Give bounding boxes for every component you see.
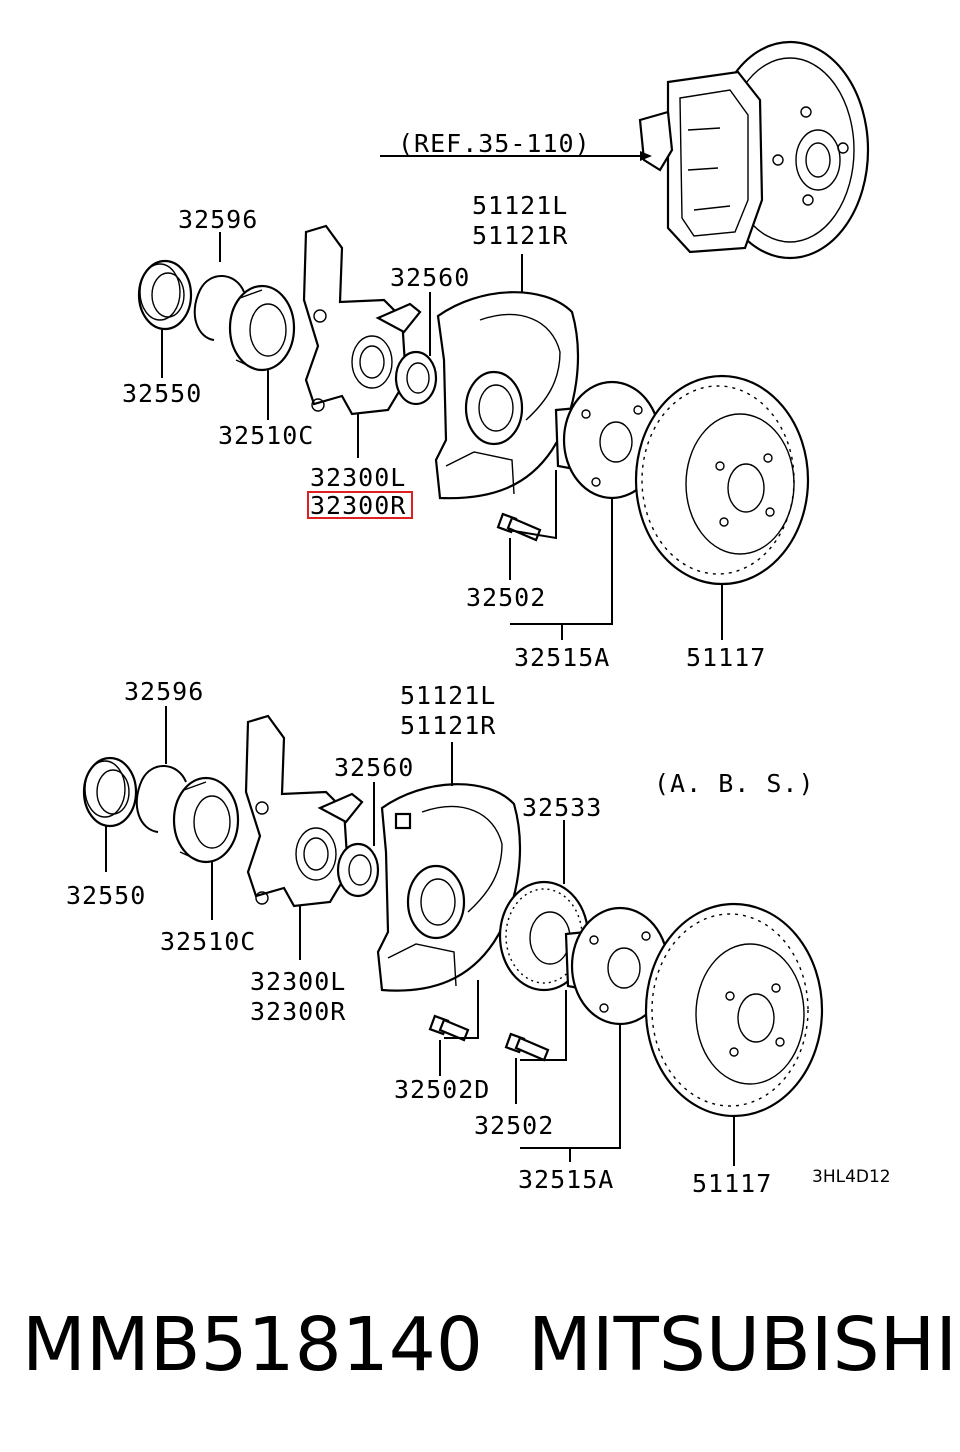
- lower-bolt-32502D: [428, 1014, 470, 1042]
- highlight-box-32300R: [307, 491, 413, 519]
- lower-label-32300R: 32300R: [250, 997, 346, 1026]
- footer-part-number: MMB518140: [22, 1302, 483, 1388]
- upper-label-51121L: 51121L: [472, 191, 568, 220]
- lower-label-32510C: 32510C: [160, 927, 256, 956]
- upper-label-32560: 32560: [390, 263, 470, 292]
- drawing-code: 3HL4D12: [812, 1167, 891, 1187]
- upper-label-32300L: 32300L: [310, 463, 406, 492]
- lower-label-51121L: 51121L: [400, 681, 496, 710]
- lower-dust-cover-51121: [376, 783, 522, 992]
- lower-label-51117: 51117: [692, 1169, 772, 1198]
- upper-knuckle-32300: [302, 224, 422, 416]
- upper-label-32510C: 32510C: [218, 421, 314, 450]
- upper-assembly: 32596 51121L 51121R 32560 32550 32510C 3…: [122, 191, 810, 672]
- lower-seal-32550: [82, 756, 138, 828]
- upper-bolt-32502: [496, 512, 542, 542]
- ref-callout: (REF.35-110): [380, 129, 652, 161]
- lower-disc-51117: [644, 902, 824, 1118]
- lower-hub-32515A: [564, 906, 670, 1026]
- lower-bearing-32510C: [172, 776, 240, 864]
- upper-seal-32560: [394, 350, 438, 406]
- lower-label-32502D: 32502D: [394, 1075, 490, 1104]
- upper-seal-32550: [137, 259, 193, 331]
- lower-label-32596: 32596: [124, 677, 204, 706]
- upper-label-51121R: 51121R: [472, 221, 568, 250]
- lower-label-51121R: 51121R: [400, 711, 496, 740]
- abs-label: (A. B. S.): [654, 769, 815, 798]
- upper-disc-51117: [634, 374, 810, 586]
- lower-label-32515A: 32515A: [518, 1165, 614, 1194]
- lower-label-32533: 32533: [522, 793, 602, 822]
- upper-label-32502: 32502: [466, 583, 546, 612]
- lower-seal-32560: [336, 842, 380, 898]
- upper-bearing-32510C: [228, 284, 296, 372]
- upper-label-51117: 51117: [686, 643, 766, 672]
- lower-label-32550: 32550: [66, 881, 146, 910]
- lower-bolt-32502: [504, 1032, 550, 1062]
- upper-snap-ring-32596: [193, 275, 245, 341]
- upper-label-32550: 32550: [122, 379, 202, 408]
- lower-label-32560: 32560: [334, 753, 414, 782]
- upper-label-32596: 32596: [178, 205, 258, 234]
- lower-snap-ring-32596: [135, 765, 187, 833]
- lower-assembly: (A. B. S.): [66, 677, 891, 1198]
- lower-label-32300L: 32300L: [250, 967, 346, 996]
- footer-brand: MITSUBISHI: [528, 1302, 958, 1388]
- upper-label-32515A: 32515A: [514, 643, 610, 672]
- lower-label-32502: 32502: [474, 1111, 554, 1140]
- upper-dust-cover-51121: [434, 291, 580, 500]
- ref-label: (REF.35-110): [398, 129, 591, 158]
- caliper-assembly-illustration: [638, 40, 870, 260]
- upper-label-32300R: 32300R: [310, 491, 406, 520]
- lower-knuckle-32300: [244, 714, 364, 908]
